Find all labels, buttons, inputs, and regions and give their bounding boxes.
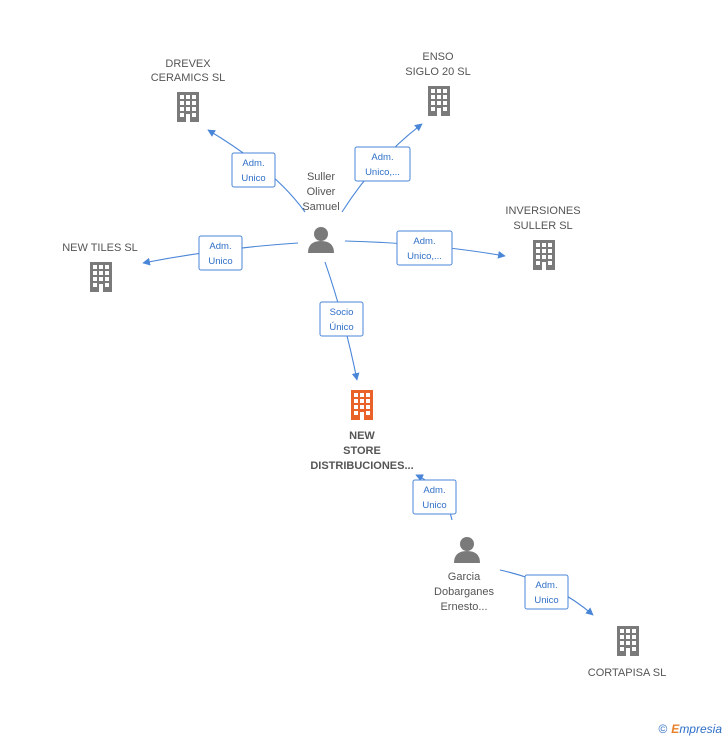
edge-label-line: Socio (330, 307, 354, 318)
company-label-line: ENSO (422, 51, 454, 63)
company-label-line: NEW (349, 430, 375, 442)
building-icon (428, 86, 450, 116)
person-label-line: Garcia (448, 571, 481, 583)
person-icon (454, 537, 480, 563)
company-label-line: DREVEX (165, 58, 211, 70)
edge-label-e3[interactable]: Adm. Unico (198, 235, 243, 271)
company-node-newtiles[interactable]: NEW TILES SL (62, 242, 138, 292)
company-node-drevex[interactable]: DREVEX CERAMICS SL (151, 58, 226, 122)
person-label-line: Samuel (302, 201, 339, 213)
person-node-suller[interactable]: Suller Oliver Samuel (302, 171, 340, 253)
company-label-line: CERAMICS SL (151, 72, 226, 84)
company-label-line: CORTAPISA SL (588, 667, 666, 679)
footer-brand: ©Empresia (658, 722, 722, 736)
edge-label-line: Unico,... (365, 167, 400, 178)
company-node-inversiones[interactable]: INVERSIONES SULLER SL (505, 205, 581, 270)
company-label-line: SIGLO 20 SL (405, 66, 470, 78)
person-label-line: Ernesto... (440, 601, 487, 613)
edge-label-line: Adm. (209, 241, 231, 252)
person-label-line: Dobarganes (434, 586, 494, 598)
edge-label-line: Unico (241, 173, 265, 184)
company-label-line: INVERSIONES (505, 205, 580, 217)
edge-label-line: Adm. (413, 236, 435, 247)
edge-label-line: Unico (422, 500, 446, 511)
edge-label-line: Adm. (423, 485, 445, 496)
edge-label-line: Adm. (535, 580, 557, 591)
company-node-cortapisa[interactable]: CORTAPISA SL (588, 626, 666, 679)
edge-label-e7[interactable]: Adm. Unico (524, 574, 569, 610)
edge-label-line: Adm. (242, 158, 264, 169)
person-icon (308, 227, 334, 253)
edge-lines (142, 123, 594, 616)
edge-label-line: Unico,... (407, 251, 442, 262)
edge-label-e4[interactable]: Adm. Unico,... (396, 230, 453, 266)
copyright-icon: © (658, 722, 668, 736)
edge-label-line: Unico (208, 256, 232, 267)
company-label-line: DISTRIBUCIONES... (310, 460, 413, 472)
person-node-garcia[interactable]: Garcia Dobarganes Ernesto... (434, 537, 494, 613)
person-label-line: Oliver (307, 186, 336, 198)
building-icon (533, 240, 555, 270)
brand-logo-rest: mpresia (679, 722, 722, 736)
edge-label-line: Unico (534, 595, 558, 606)
building-icon (177, 92, 199, 122)
edge-label-e5[interactable]: Socio Único (319, 301, 364, 337)
company-label-line: STORE (343, 445, 381, 457)
company-node-enso[interactable]: ENSO SIGLO 20 SL (405, 51, 471, 116)
company-node-newstore[interactable]: NEW STORE DISTRIBUCIONES... (310, 390, 414, 472)
building-icon (351, 390, 373, 420)
brand-logo-initial: E (671, 722, 680, 736)
building-icon (90, 262, 112, 292)
company-label-line: NEW TILES SL (62, 242, 138, 254)
edge-label-line: Adm. (371, 152, 393, 163)
edge-label-e1[interactable]: Adm. Unico (231, 152, 276, 188)
person-label-line: Suller (307, 171, 335, 183)
company-label-line: SULLER SL (513, 220, 572, 232)
edge-label-line: Único (329, 322, 353, 333)
building-icon (617, 626, 639, 656)
edge-label-e2[interactable]: Adm. Unico,... (354, 146, 411, 182)
edge-label-e6[interactable]: Adm. Unico (412, 479, 457, 515)
